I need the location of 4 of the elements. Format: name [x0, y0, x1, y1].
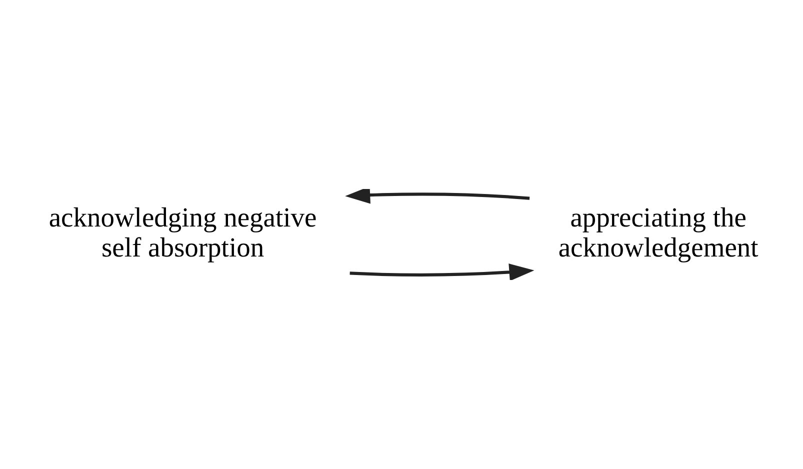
node-text: acknowledging negative self absorption: [48, 202, 317, 263]
arrow: [345, 189, 530, 204]
arrow: [350, 264, 534, 280]
node-text: appreciating the acknowledgement: [558, 202, 758, 263]
